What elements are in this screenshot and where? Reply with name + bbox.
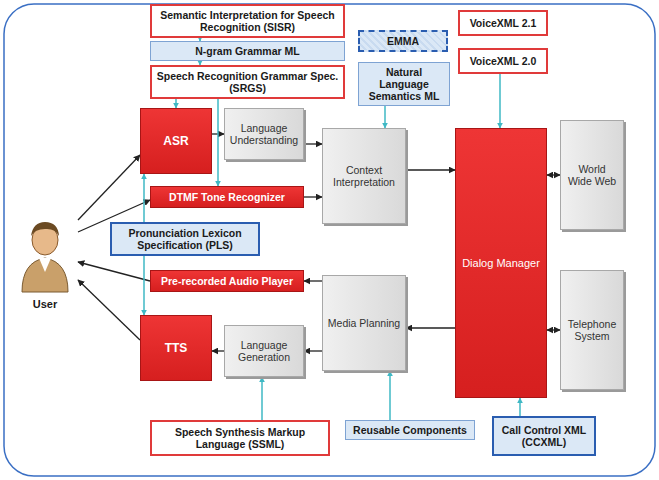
external-box: Telephone System [560,270,624,390]
node-label: Dialog Manager [462,257,540,269]
node-label: VoiceXML 2.1 [470,17,537,29]
node-label: VoiceXML 2.0 [470,55,537,67]
node-label: Semantic Interpretation for Speech Recog… [156,9,339,33]
node-label: User [33,298,57,310]
connector-arrow [78,155,140,220]
user-icon [22,222,68,292]
node-label: Natural Language Semantics ML [363,66,445,102]
node-label: Reusable Components [353,424,467,436]
connector-arrow [212,350,224,351]
connector-arrow [261,377,263,420]
node-label: Speech Synthesis Markup Language (SSML) [156,426,324,450]
system-outline [4,4,655,476]
connector-arrow [389,371,391,420]
spec-box: Call Control XML (CCXML) [492,416,596,456]
spec-box: Speech Recognition Grammar Spec. (SRGS) [150,65,345,99]
user-figure: User [12,212,78,310]
node-label: Pre-recorded Audio Player [161,275,293,287]
node-label: Call Control XML (CCXML) [498,424,590,448]
spec-box: N-gram Grammar ML [150,41,345,61]
component-box: DTMF Tone Recognizer [150,186,304,208]
node-label: Language Generation [229,339,299,363]
node-label: Context Interpretation [327,164,401,188]
connector-arrow [304,350,322,351]
connector-arrow [519,398,521,416]
component-box: Pre-recorded Audio Player [150,270,304,292]
connector-arrow [406,327,455,328]
spec-box: Speech Synthesis Markup Language (SSML) [150,420,330,456]
connector-arrow [547,174,560,175]
connector-arrow [143,174,145,222]
external-box: World Wide Web [560,120,624,230]
process-box: Language Generation [224,325,304,377]
node-label: Pronunciation Lexicon Specification (PLS… [116,227,254,251]
process-box: Language Understanding [224,108,304,160]
spec-box: Semantic Interpretation for Speech Recog… [150,4,345,38]
connector-arrow [175,99,177,108]
connector-arrow [78,280,140,340]
spec-box: VoiceXML 2.1 [458,10,548,36]
node-label: ASR [163,134,188,148]
node-label: Speech Recognition Grammar Spec. (SRGS) [156,70,339,94]
node-label: TTS [165,341,188,355]
component-box: ASR [140,108,212,174]
process-box: Media Planning [322,275,406,371]
connector-arrow [78,262,150,281]
connector-arrow [143,256,145,315]
spec-box: Reusable Components [345,420,475,440]
node-label: Telephone System [565,318,619,342]
node-label: World Wide Web [565,163,619,187]
connector-arrow [547,329,560,330]
connector-arrow [304,280,322,281]
spec-box: EMMA [358,30,448,52]
connector-arrow [304,196,322,197]
node-label: Language Understanding [229,122,299,146]
connector-arrow [499,74,501,128]
spec-box: Pronunciation Lexicon Specification (PLS… [110,222,260,256]
node-label: EMMA [387,35,419,47]
node-label: DTMF Tone Recognizer [169,191,285,203]
spec-box: VoiceXML 2.0 [458,48,548,74]
component-box: Dialog Manager [455,128,547,398]
node-label: N-gram Grammar ML [195,45,299,57]
connector-arrow [304,143,322,144]
connector-arrow [217,99,219,186]
connector-arrow [384,106,386,128]
node-label: Media Planning [328,317,400,329]
connector-arrow [406,169,455,170]
spec-box: Natural Language Semantics ML [358,62,450,106]
component-box: TTS [140,315,212,381]
process-box: Context Interpretation [322,128,406,224]
